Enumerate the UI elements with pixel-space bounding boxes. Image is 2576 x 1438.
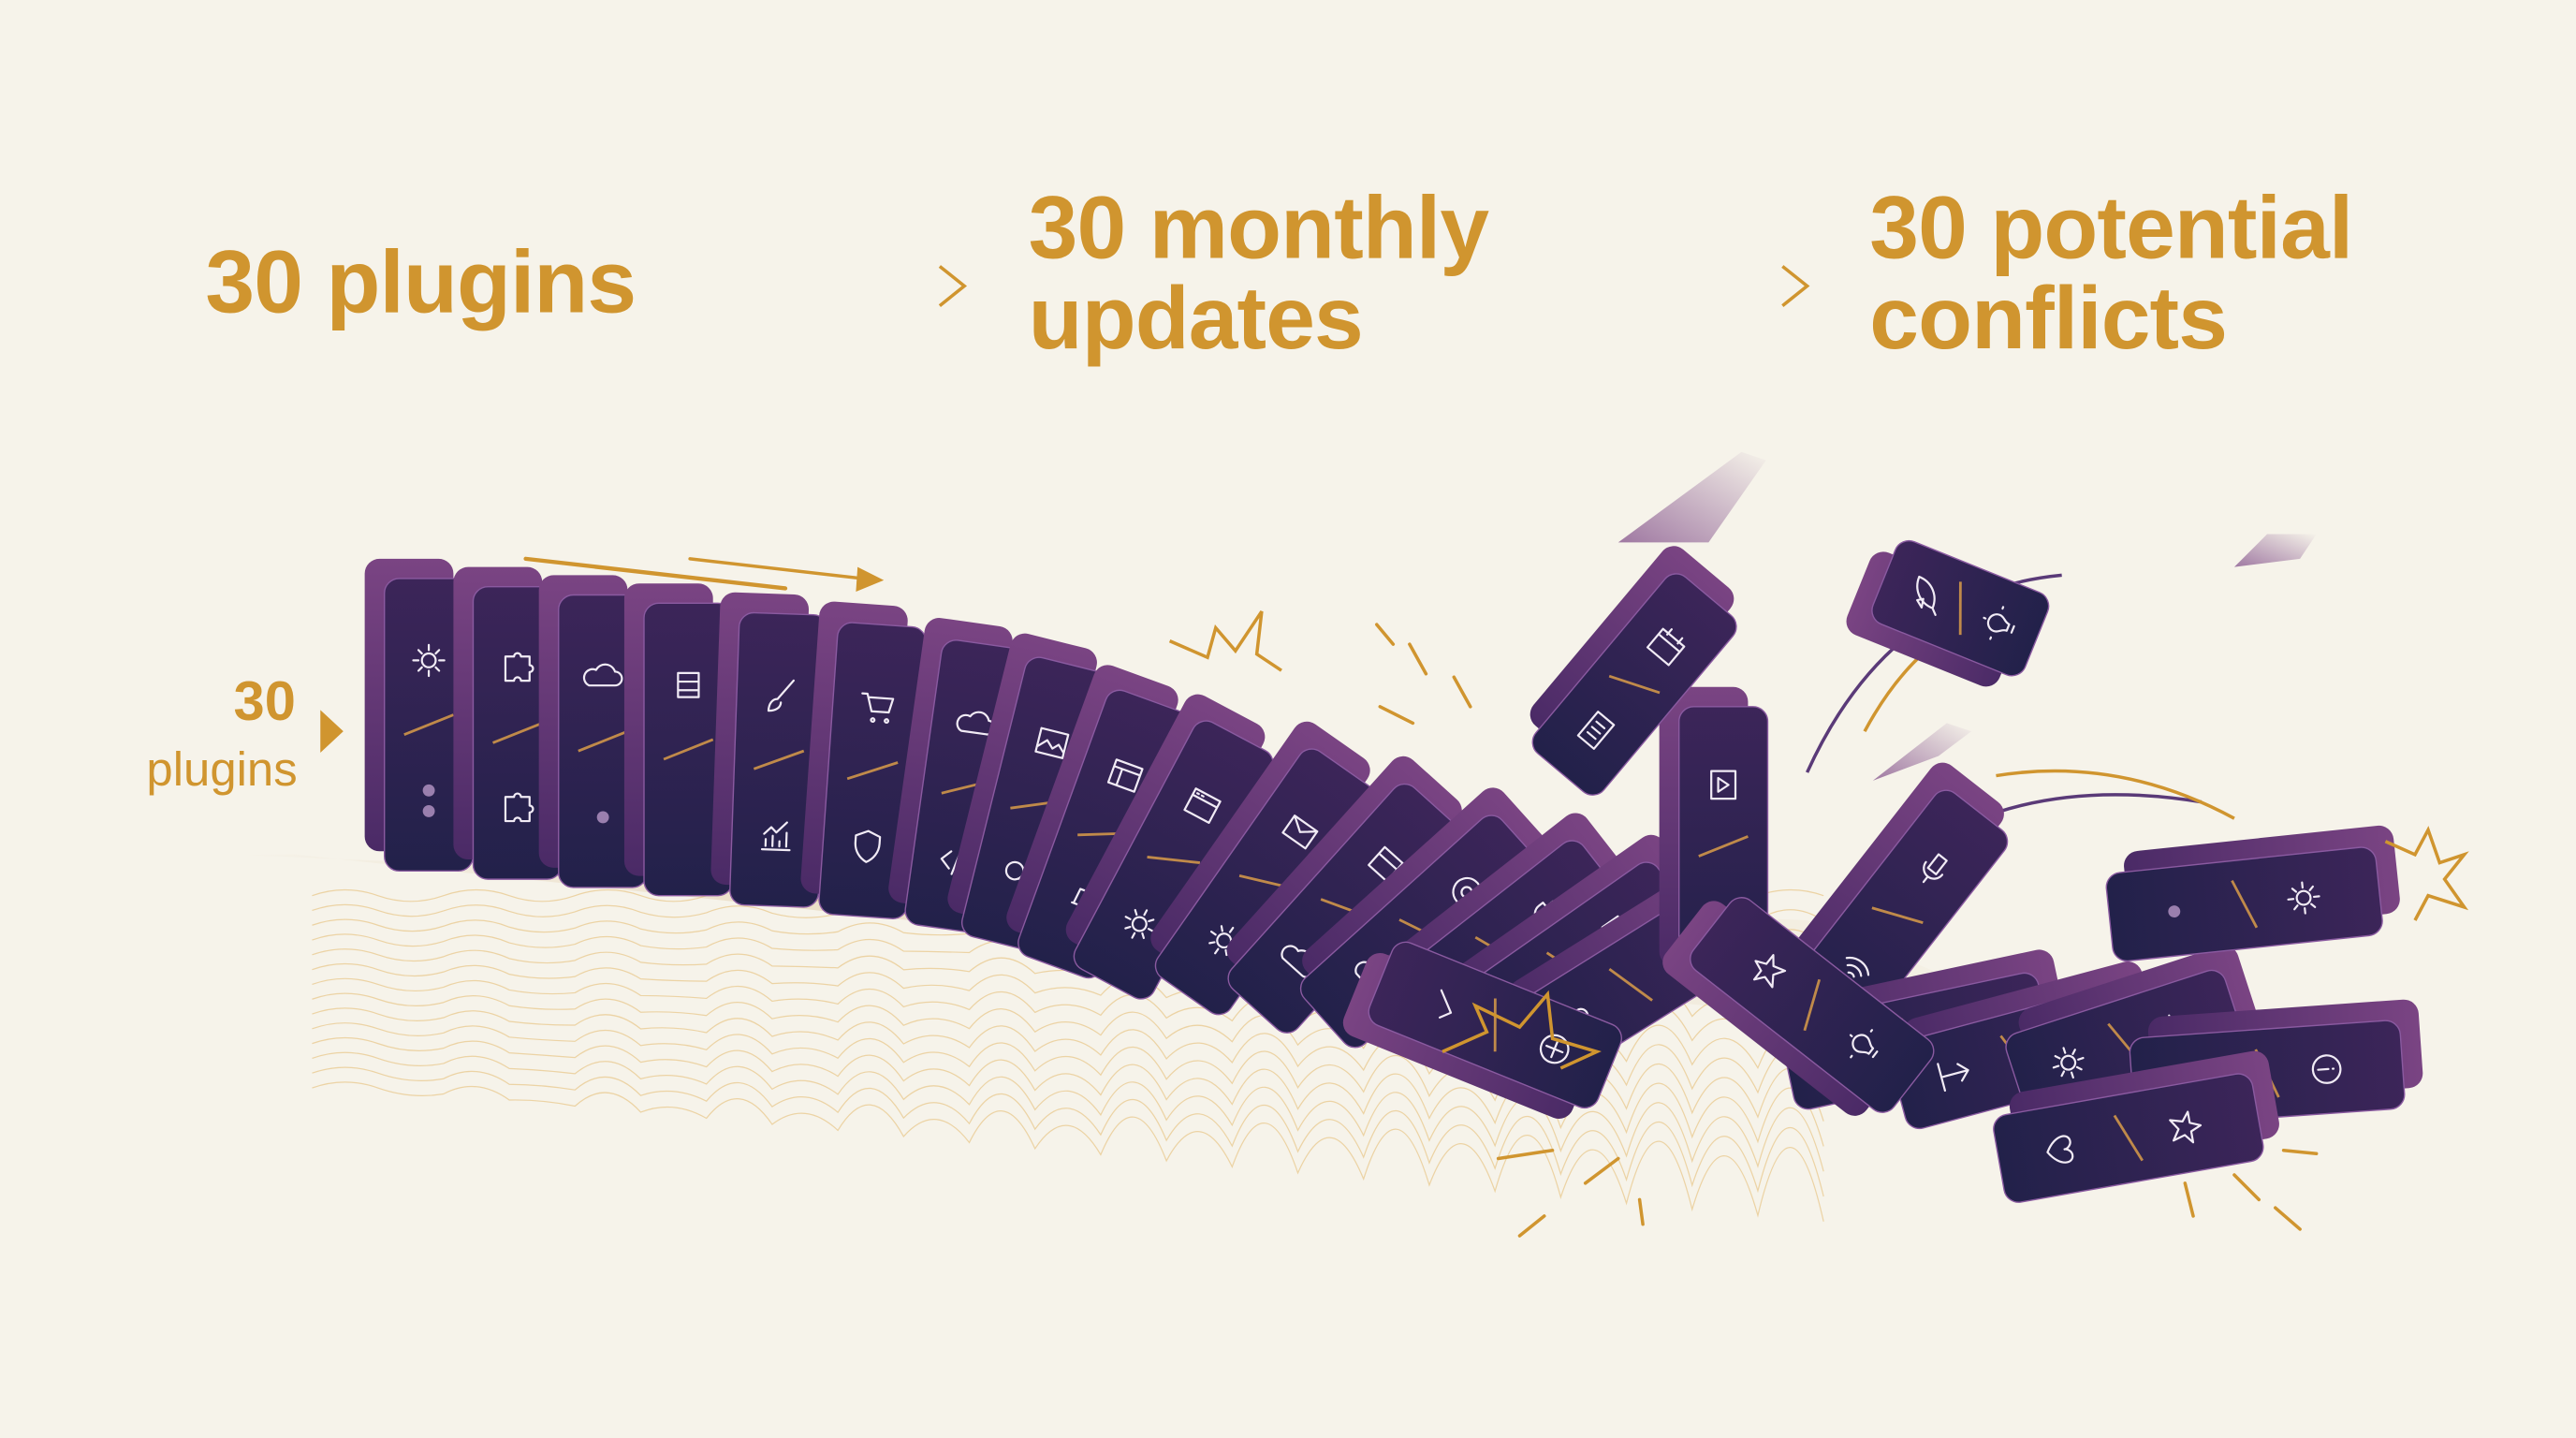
headline-step-updates-line2: updates <box>1029 269 1363 368</box>
puzzle-icon <box>504 652 534 682</box>
calendar-icon <box>1646 627 1686 667</box>
burst-icon <box>1442 990 1602 1070</box>
headline-step-plugins: 30 plugins <box>205 233 636 332</box>
lightbulb-icon <box>1849 1029 1879 1059</box>
gear-icon <box>2287 881 2320 915</box>
gear-icon <box>412 643 446 678</box>
puzzle-icon <box>504 792 534 823</box>
domino-divider <box>1871 906 1924 924</box>
image-icon <box>1034 726 1070 759</box>
side-label-text: plugins <box>146 742 297 796</box>
domino <box>1993 1050 2279 1203</box>
document-icon <box>1576 711 1616 750</box>
database-icon <box>677 671 700 698</box>
wifi-icon <box>1845 956 1870 981</box>
domino-divider <box>1803 978 1822 1032</box>
domino-divider <box>403 713 454 736</box>
browser-icon <box>1183 787 1222 824</box>
domino-divider <box>2113 1114 2144 1162</box>
domino <box>1530 546 1737 796</box>
side-label-number: 30 <box>234 669 296 732</box>
wave-line <box>312 1081 1824 1222</box>
domino-divider <box>753 749 805 770</box>
wave-line <box>312 1022 1824 1122</box>
burst-icon <box>2384 826 2469 921</box>
domino <box>1662 897 1935 1116</box>
domino-divider <box>1608 674 1661 695</box>
domino-divider <box>492 722 543 744</box>
star-icon <box>1752 954 1787 989</box>
upload-icon <box>1937 1063 1969 1093</box>
domino <box>364 558 475 873</box>
dot-icon <box>2168 905 2181 918</box>
side-label: 30 plugins <box>146 669 344 796</box>
mic-icon <box>1922 853 1948 884</box>
check-icon <box>1438 989 1453 1019</box>
burst-icon <box>1168 610 1282 672</box>
domino <box>1846 539 2050 687</box>
headline-step-conflicts-line2: conflicts <box>1869 269 2227 368</box>
domino-divider <box>663 738 714 761</box>
layout-icon <box>1106 758 1144 793</box>
domino <box>710 592 829 908</box>
flow-arrow <box>1528 265 1810 307</box>
domino-divider <box>1698 835 1749 858</box>
pointer-triangle-icon <box>320 710 344 753</box>
wave-line <box>312 1051 1824 1172</box>
domino <box>1150 721 1376 1016</box>
star-icon <box>2169 1110 2203 1144</box>
paintbrush-icon <box>767 679 796 712</box>
domino-divider <box>1958 581 1962 636</box>
domino-divider <box>1608 967 1653 1002</box>
cloud-icon <box>582 663 623 687</box>
domino-divider <box>578 729 628 753</box>
wave-line <box>312 1036 1824 1147</box>
rocket-icon <box>1916 575 1937 616</box>
dot-icon <box>596 811 609 824</box>
domino-divider <box>1147 856 1201 864</box>
mail-icon <box>1281 814 1319 850</box>
flow-arrow <box>681 265 968 307</box>
domino <box>2105 825 2400 962</box>
heart-icon <box>2046 1135 2074 1164</box>
shield-icon <box>854 829 882 863</box>
spark-lines-icon <box>1375 623 2319 1238</box>
wave-line <box>312 1066 1824 1197</box>
headline-step-updates-line1: 30 monthly <box>1029 179 1490 278</box>
gear-icon <box>1124 908 1155 940</box>
impact-bursts <box>1168 610 2469 1238</box>
domino-divider <box>846 761 899 781</box>
domino <box>623 583 734 897</box>
info-icon <box>2311 1054 2342 1084</box>
domino <box>1342 941 1623 1119</box>
domino-divider <box>2231 879 2259 929</box>
headline-flow: 30 plugins 30 monthly updates 30 potenti… <box>205 179 2353 369</box>
domino-row <box>364 539 2423 1203</box>
cart-icon <box>861 692 895 725</box>
domino-divider <box>1493 998 1497 1052</box>
gear-icon <box>2052 1047 2085 1079</box>
momentum-arrow <box>523 556 885 592</box>
plus-circle-icon <box>1539 1034 1570 1064</box>
play-icon <box>1710 770 1737 800</box>
chart-icon <box>760 821 791 852</box>
dots-icon <box>422 784 435 817</box>
lightbulb-icon <box>1983 606 2015 640</box>
headline-step-conflicts-line1: 30 potential <box>1869 179 2352 278</box>
